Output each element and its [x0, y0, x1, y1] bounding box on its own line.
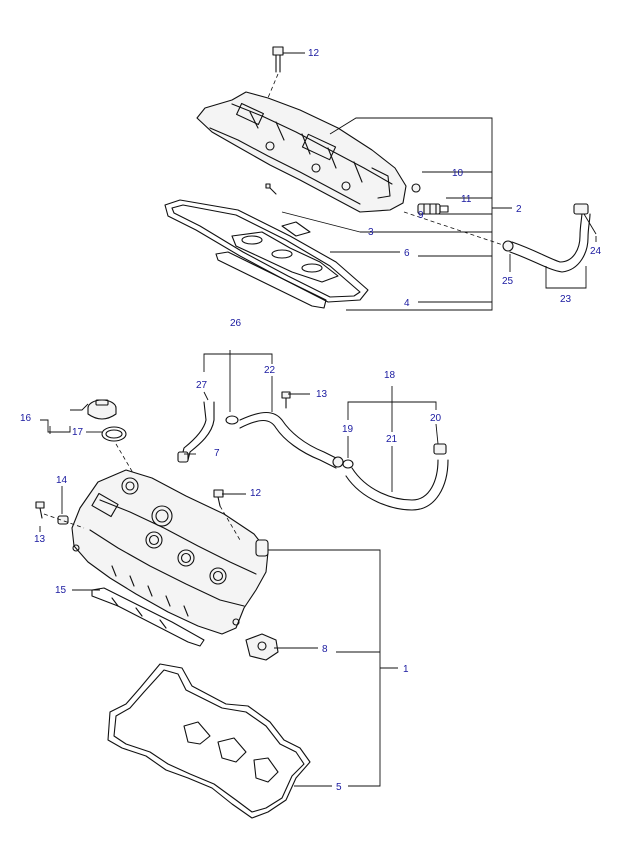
callout-9: 9: [418, 210, 424, 221]
rocker-cover-gasket: [107, 663, 311, 819]
lower-leaders: [39, 350, 439, 787]
callout-12-mid: 12: [250, 488, 262, 499]
pin: [265, 183, 277, 195]
breather-hose-21: [342, 443, 449, 511]
callout-10: 10: [452, 168, 464, 179]
callout-4: 4: [404, 298, 410, 309]
seal-small: [281, 221, 311, 237]
bushing: [57, 515, 69, 525]
oil-separator: [245, 633, 279, 661]
gasket-strip: [215, 251, 327, 309]
rocker-cover-upper: [196, 91, 407, 213]
pcv-valve: [417, 203, 449, 215]
callout-11: 11: [461, 194, 472, 205]
callout-13-right: 13: [316, 389, 328, 400]
callout-12-top: 12: [308, 48, 320, 59]
bolt-mid: [213, 489, 224, 507]
breather-hose-upper: [502, 203, 591, 273]
oil-filler-cap: [87, 399, 117, 420]
callout-27: 27: [196, 380, 208, 391]
callout-8: 8: [322, 644, 328, 655]
callout-17: 17: [72, 427, 84, 438]
breather-hose-27: [177, 401, 215, 463]
upper-rocker-cover-assembly: [164, 46, 591, 309]
callout-14: 14: [56, 475, 68, 486]
callout-13-left: 13: [34, 534, 46, 545]
bolt-right: [281, 391, 291, 409]
callout-24: 24: [590, 246, 602, 257]
callout-22: 22: [264, 365, 276, 376]
bolt-top: [272, 46, 284, 73]
callout-20: 20: [430, 413, 442, 424]
callout-labels: 12 10 11 9 2 3 6 4 24 25 23 26 27 22 13 …: [20, 48, 602, 793]
bolt-left: [35, 501, 45, 519]
callout-3: 3: [368, 227, 374, 238]
callout-2: 2: [516, 204, 522, 215]
callout-1: 1: [403, 664, 409, 675]
gasket-upper: [164, 199, 369, 303]
lower-rocker-cover-assembly: [35, 391, 449, 819]
callout-25: 25: [502, 276, 514, 287]
callout-19: 19: [342, 424, 354, 435]
callout-15: 15: [55, 585, 67, 596]
callout-6: 6: [404, 248, 410, 259]
callout-16: 16: [20, 413, 32, 424]
rocker-cover-lower: [71, 469, 269, 635]
callout-7: 7: [214, 448, 220, 459]
callout-21: 21: [386, 434, 398, 445]
callout-26: 26: [230, 318, 242, 329]
filler-cap-gasket: [101, 426, 127, 442]
upper-leaders: [281, 52, 597, 311]
baffle-plate: [91, 587, 205, 647]
callout-23: 23: [560, 294, 572, 305]
grommet: [411, 183, 421, 193]
hose-clamp-26: [225, 415, 239, 425]
callout-18: 18: [384, 370, 396, 381]
spark-plug-gasket: [231, 231, 339, 283]
callout-5: 5: [336, 782, 342, 793]
breather-pipe-22: [239, 411, 344, 469]
